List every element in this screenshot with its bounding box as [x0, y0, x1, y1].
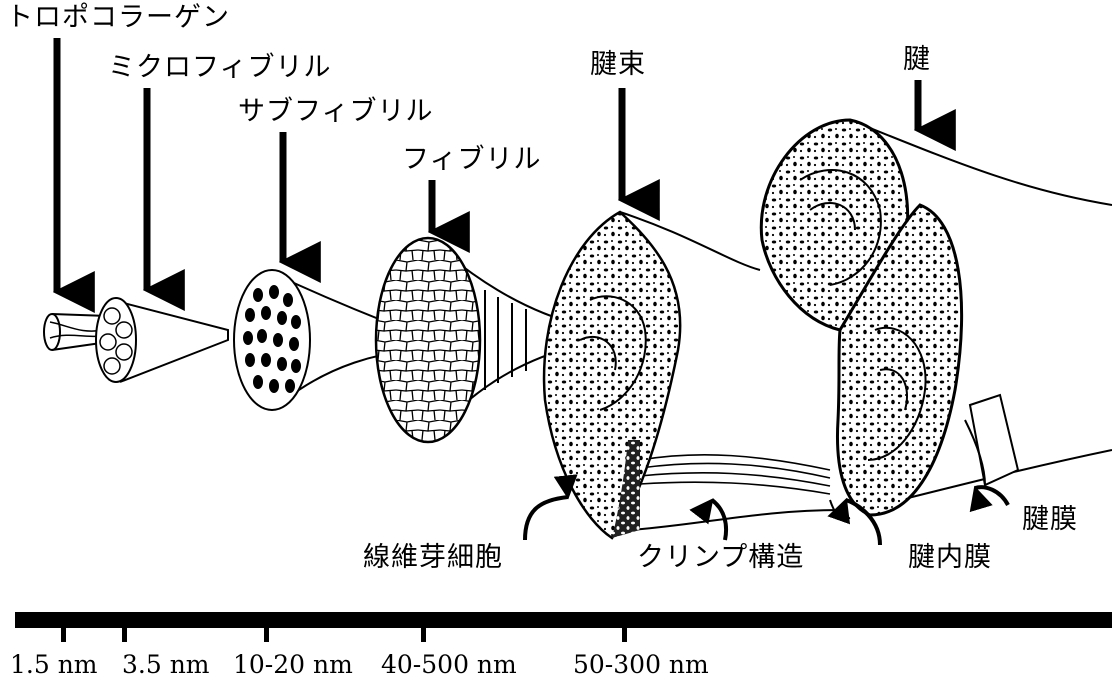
label-fascicle: 腱束 — [590, 50, 646, 80]
microfibril-bundle — [96, 298, 228, 382]
label-fibril: フィブリル — [402, 145, 541, 175]
label-epitenon: 腱膜 — [1022, 505, 1078, 535]
scale-tick-label: 10-20 nm — [233, 651, 353, 679]
scale-tick-label: 1.5 nm — [10, 651, 98, 679]
label-fibroblast: 線維芽細胞 — [363, 543, 503, 573]
scale-tick-label: 50-300 nm — [573, 651, 709, 679]
scale-tick-label: 3.5 nm — [122, 651, 210, 679]
label-tendon: 腱 — [903, 45, 931, 75]
label-subfibril: サブフィブリル — [238, 97, 433, 127]
scale-tick-label: 40-500 nm — [381, 651, 517, 679]
scale-bar — [15, 612, 1112, 642]
label-microfibril: ミクロフィブリル — [108, 53, 331, 83]
label-crimp: クリンプ構造 — [637, 543, 804, 573]
label-tropocollagen: トロポコラーゲン — [6, 3, 230, 33]
tendon-bundle — [761, 120, 1112, 518]
label-endotenon: 腱内膜 — [908, 543, 992, 573]
